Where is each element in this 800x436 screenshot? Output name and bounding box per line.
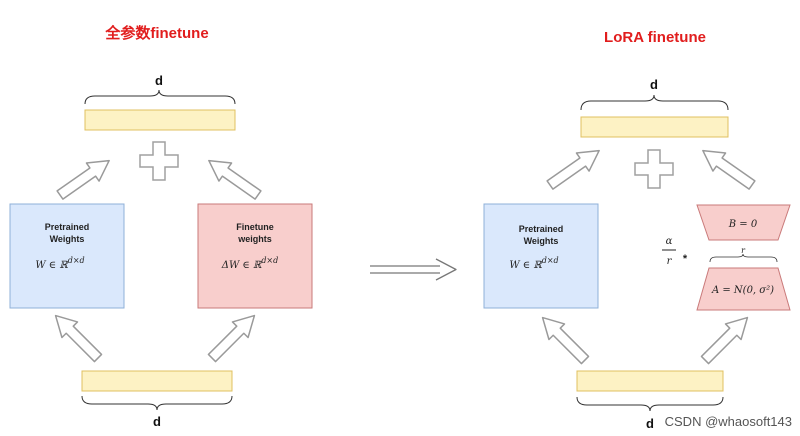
right-arrow-input-right (700, 316, 749, 365)
left-finetune-line2: weights (237, 234, 272, 244)
left-pretrained-formula: W ∈ ℝd×d (35, 256, 84, 271)
right-top-brace (580, 94, 729, 111)
lora-b-formula: B = 0 (728, 219, 758, 230)
right-title: LoRA finetune (604, 29, 706, 46)
watermark: CSDN @whaosoft143 (665, 414, 792, 429)
transition-arrow (370, 258, 457, 281)
left-finetune-box (197, 203, 313, 309)
left-pretrained-line1: Pretrained (45, 222, 90, 232)
left-output-bar (84, 109, 236, 131)
right-arrow-up-right (702, 149, 756, 190)
right-output-bar (580, 116, 729, 138)
rank-brace (709, 253, 778, 263)
left-arrow-up-left (56, 159, 110, 200)
multiply-symbol: * (683, 253, 688, 265)
right-pretrained-formula: W ∈ ℝd×d (509, 256, 558, 271)
right-arrow-input-left (541, 316, 590, 365)
left-finetune-line1: Finetune (236, 222, 274, 232)
right-bottom-brace (576, 396, 724, 412)
left-arrow-input-left (54, 314, 103, 363)
right-pretrained-box (483, 203, 599, 309)
right-pretrained-line1: Pretrained (519, 224, 564, 234)
right-arrow-up-left (546, 149, 600, 190)
left-bottom-dim-label: d (153, 414, 161, 429)
left-finetune-formula: ΔW ∈ ℝd×d (221, 256, 279, 271)
scale-numerator: α (666, 236, 673, 247)
rank-label: r (741, 246, 746, 255)
right-plus-icon (634, 149, 674, 189)
left-title: 全参数finetune (104, 24, 208, 42)
right-bottom-dim-label: d (646, 416, 654, 431)
left-input-bar (81, 370, 233, 392)
right-top-dim-label: d (650, 77, 658, 92)
left-arrow-up-right (208, 159, 262, 200)
lora-a-formula: A = N(0, σ²) (711, 285, 774, 296)
left-pretrained-line2: Weights (50, 234, 85, 244)
left-plus-icon (139, 141, 179, 181)
lora-b-matrix (696, 204, 791, 241)
left-top-brace (84, 89, 236, 105)
right-input-bar (576, 370, 724, 392)
left-top-dim-label: d (155, 73, 163, 88)
left-bottom-brace (81, 395, 233, 411)
scale-denominator: r (667, 256, 673, 267)
left-pretrained-box (9, 203, 125, 309)
right-pretrained-line2: Weights (524, 236, 559, 246)
lora-a-matrix (696, 267, 791, 311)
left-arrow-input-right (207, 314, 256, 363)
